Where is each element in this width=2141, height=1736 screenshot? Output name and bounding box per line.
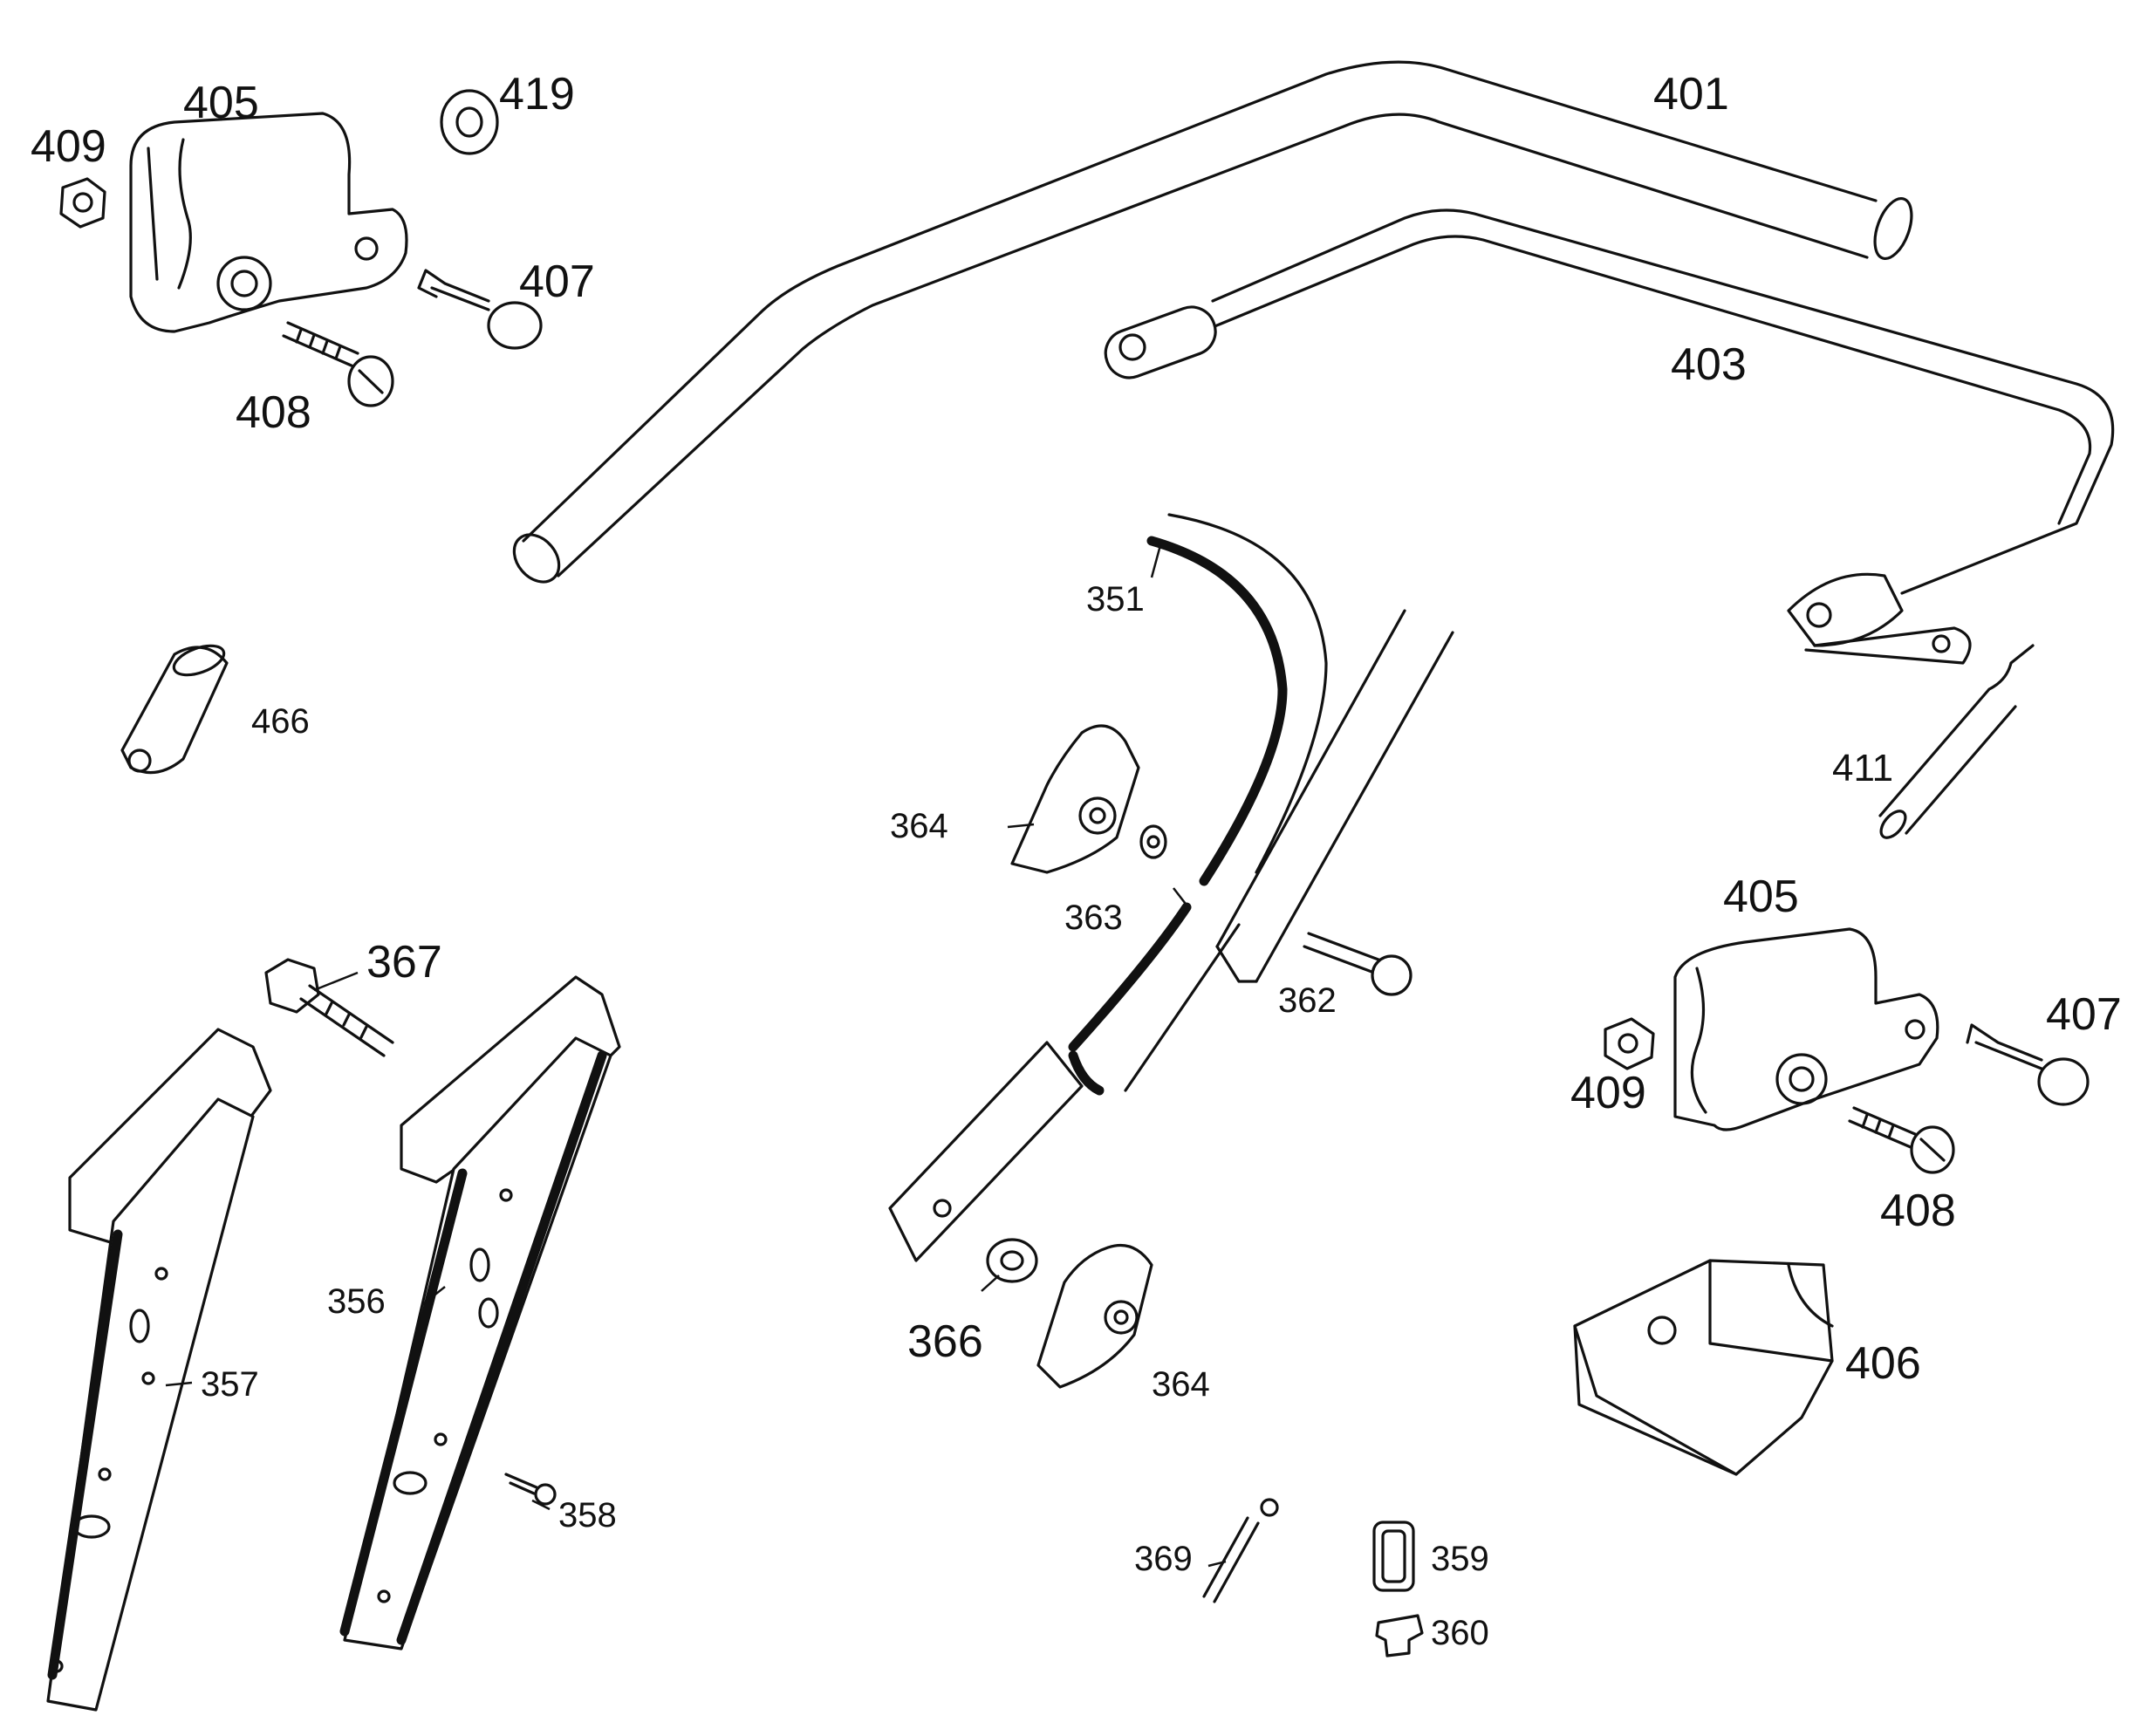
part-369-clip <box>1202 1498 1279 1603</box>
label-358: 358 <box>558 1496 617 1534</box>
part-362-bolt <box>1303 932 1413 996</box>
part-366-washer <box>986 1238 1038 1283</box>
label-401: 401 <box>1653 69 1729 120</box>
part-405-hinge-top <box>129 112 408 333</box>
label-364-bottom: 364 <box>1152 1365 1210 1404</box>
label-366: 366 <box>907 1316 983 1367</box>
part-labels: 401 403 405 405 406 407 407 408 408 409 … <box>31 69 2122 1652</box>
part-401-handle-tube <box>512 60 1913 584</box>
part-419-washer <box>440 89 499 155</box>
label-362: 362 <box>1278 981 1337 1020</box>
part-356-side-plate <box>339 975 621 1651</box>
part-466-sleeve <box>120 644 229 775</box>
label-359: 359 <box>1431 1540 1489 1578</box>
label-405-top: 405 <box>183 78 259 128</box>
part-405-hinge-right <box>1673 927 1939 1131</box>
part-403-control-rod <box>1104 208 2115 665</box>
label-357: 357 <box>201 1365 259 1404</box>
part-357-side-plate <box>46 1028 272 1712</box>
part-367-bolt <box>264 958 394 1057</box>
label-367: 367 <box>366 937 442 988</box>
label-408-right: 408 <box>1880 1186 1956 1236</box>
label-409-right: 409 <box>1570 1068 1646 1118</box>
part-411-rod <box>1878 644 2035 839</box>
label-411: 411 <box>1832 747 1893 789</box>
label-356: 356 <box>327 1282 386 1321</box>
label-466: 466 <box>251 702 310 741</box>
label-360: 360 <box>1431 1614 1489 1652</box>
label-409-top: 409 <box>31 121 106 172</box>
part-359-gasket <box>1372 1521 1415 1592</box>
part-364-knob-top <box>1010 724 1140 874</box>
part-408-screw-top <box>282 321 394 407</box>
part-408-screw-right <box>1848 1106 1955 1174</box>
label-407-right: 407 <box>2046 989 2122 1040</box>
part-409-nut-top <box>59 177 106 229</box>
label-364-top: 364 <box>890 807 948 845</box>
part-407-pin-top <box>417 269 543 350</box>
label-407-top: 407 <box>519 256 595 307</box>
label-408-top: 408 <box>236 387 311 438</box>
label-405-right: 405 <box>1723 871 1799 922</box>
label-351: 351 <box>1086 580 1145 619</box>
label-403: 403 <box>1671 339 1747 390</box>
part-363-nut <box>1139 824 1167 859</box>
part-407-pin-right <box>1966 1023 2090 1106</box>
part-351-bracket <box>888 513 1328 1262</box>
part-409-nut-right <box>1604 1017 1655 1070</box>
part-frame-rod <box>1215 609 1454 983</box>
label-406: 406 <box>1845 1338 1921 1389</box>
leader-lines <box>165 544 1227 1568</box>
label-419: 419 <box>499 69 575 120</box>
part-358-screw <box>504 1473 557 1506</box>
label-369: 369 <box>1134 1540 1193 1578</box>
part-406-cover <box>1573 1259 1834 1476</box>
part-360-fastener <box>1375 1614 1424 1657</box>
label-363: 363 <box>1064 899 1123 937</box>
part-364-knob-bottom <box>1036 1243 1153 1389</box>
